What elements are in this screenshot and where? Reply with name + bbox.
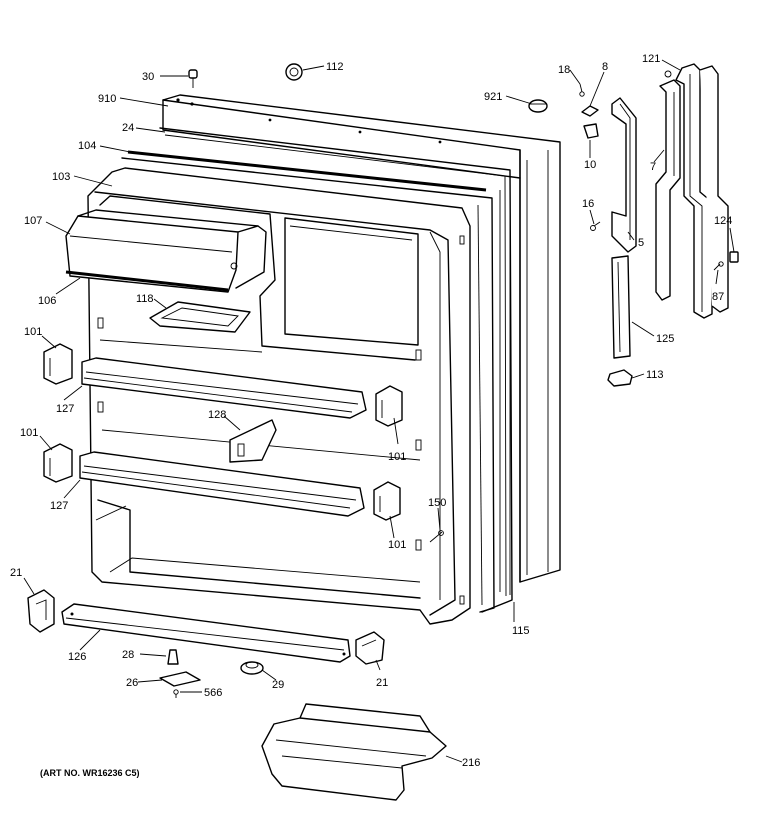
- callout-24: 24: [122, 122, 134, 134]
- callout-921: 921: [484, 91, 502, 103]
- callout-125: 125: [656, 333, 674, 345]
- callout-216: 216: [462, 757, 480, 769]
- callout-150: 150: [428, 497, 446, 509]
- callout-101-lower-right: 101: [388, 539, 406, 551]
- screw-150: [429, 530, 444, 543]
- callout-10: 10: [584, 159, 596, 171]
- breaker-strip: [121, 150, 495, 613]
- callout-5: 5: [638, 237, 644, 249]
- callout-127-lower: 127: [50, 500, 68, 512]
- door-gasket: [159, 127, 513, 613]
- callout-18: 18: [558, 64, 570, 76]
- upper-shelf-bar: [81, 357, 367, 419]
- callout-127-upper: 127: [56, 403, 74, 415]
- shelf-retainer: [229, 419, 277, 463]
- callout-112: 112: [326, 61, 344, 73]
- callout-124: 124: [714, 215, 732, 227]
- callout-104: 104: [78, 140, 96, 152]
- callout-113: 113: [646, 369, 664, 381]
- callout-121: 121: [642, 53, 660, 65]
- callout-21-right: 21: [376, 677, 388, 689]
- bottom-bin-bar: [61, 603, 351, 663]
- callout-101-upper-right: 101: [388, 451, 406, 463]
- callout-118: 118: [136, 293, 154, 305]
- art-number-caption: (ART NO. WR16236 C5): [40, 768, 140, 778]
- door-bin: [261, 703, 447, 801]
- callout-labels: 30 112 910 24 104 103 107 106 118 101 12…: [10, 53, 732, 769]
- callout-21-left: 21: [10, 567, 22, 579]
- butter-tray: [149, 301, 251, 333]
- callout-910: 910: [98, 93, 116, 105]
- callout-106: 106: [38, 295, 56, 307]
- leader-lines: [23, 59, 735, 763]
- top-hardware: [188, 63, 548, 113]
- door-handle: [655, 63, 729, 319]
- callout-87: 87: [712, 291, 724, 303]
- callout-28: 28: [122, 649, 134, 661]
- callout-103: 103: [52, 171, 70, 183]
- callout-101-lower-left: 101: [20, 427, 38, 439]
- callout-115: 115: [512, 625, 530, 637]
- hinge-parts: [579, 83, 637, 253]
- outer-door-panel: [162, 94, 561, 583]
- callout-8: 8: [602, 61, 608, 73]
- callout-30: 30: [142, 71, 154, 83]
- callout-126: 126: [68, 651, 86, 663]
- shelf-end-caps: [43, 343, 403, 521]
- handle-trim: [607, 255, 633, 387]
- lower-shelf-bar: [79, 451, 365, 517]
- callout-101-upper-left: 101: [24, 326, 42, 338]
- callout-7: 7: [650, 161, 656, 173]
- callout-566: 566: [204, 687, 222, 699]
- callout-26: 26: [126, 677, 138, 689]
- callout-29: 29: [272, 679, 284, 691]
- small-hardware: [159, 649, 264, 698]
- callout-128: 128: [208, 409, 226, 421]
- bin-brackets: [27, 589, 385, 665]
- callout-107: 107: [24, 215, 42, 227]
- dairy-door: [65, 209, 267, 293]
- callout-16: 16: [582, 198, 594, 210]
